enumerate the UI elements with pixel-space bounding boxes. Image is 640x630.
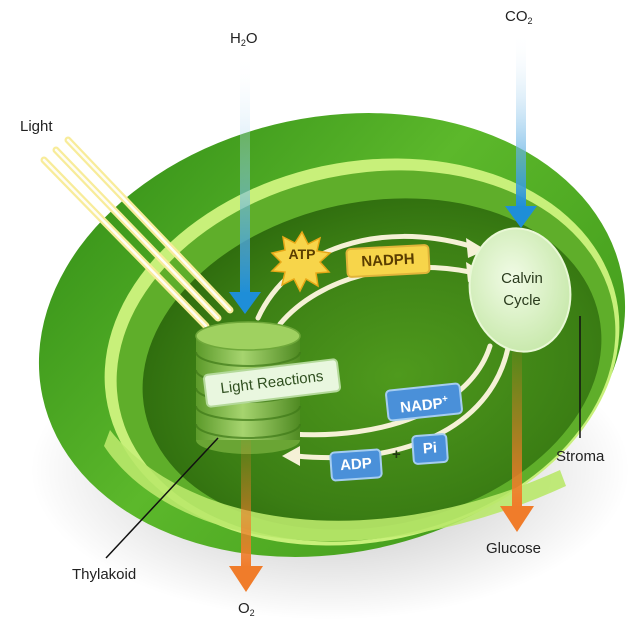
calvin-cycle-label: Calvin Cycle: [474, 268, 570, 312]
co2-label: CO2: [505, 8, 533, 26]
co2-label-sub: 2: [527, 16, 533, 26]
calvin-label-line2: Cycle: [503, 292, 541, 309]
calvin-label-line1: Calvin: [501, 270, 543, 287]
plus-sign: +: [392, 446, 401, 463]
starburst-icon: [270, 230, 332, 293]
adp-tag: ADP: [329, 448, 383, 482]
pi-tag: Pi: [410, 432, 450, 466]
h2o-label: H2O: [230, 30, 258, 48]
cut-edge-highlight: [104, 430, 566, 542]
h2o-arrowhead: [229, 292, 261, 314]
h2o-label-tail: O: [245, 30, 258, 47]
o2-arrow-shaft: [241, 440, 251, 568]
stroma-label: Stroma: [556, 448, 605, 465]
co2-label-main: CO: [505, 8, 528, 25]
co2-arrowhead: [505, 206, 537, 228]
o2-label: O2: [238, 600, 255, 618]
o2-label-main: O: [238, 600, 250, 617]
calvin-cycle-bubble: [468, 227, 572, 353]
light-label: Light: [20, 118, 53, 135]
glucose-arrow-shaft: [512, 352, 522, 508]
nadp-main: NADP: [399, 395, 444, 417]
h2o-label-main: H: [230, 30, 241, 47]
glucose-arrowhead: [500, 506, 534, 532]
thylakoid-label: Thylakoid: [72, 566, 137, 583]
nadph-tag: NADPH: [345, 243, 431, 279]
atp-label: ATP: [288, 246, 316, 262]
o2-label-sub: 2: [249, 608, 255, 618]
nadp-sup: +: [441, 393, 449, 406]
h2o-arrow-shaft: [240, 54, 250, 294]
co2-arrow-shaft: [516, 32, 526, 208]
o2-arrowhead: [229, 566, 263, 592]
h2o-label-sub: 2: [240, 38, 246, 48]
thylakoid-leader-line: [105, 437, 219, 559]
glucose-label: Glucose: [486, 540, 542, 557]
